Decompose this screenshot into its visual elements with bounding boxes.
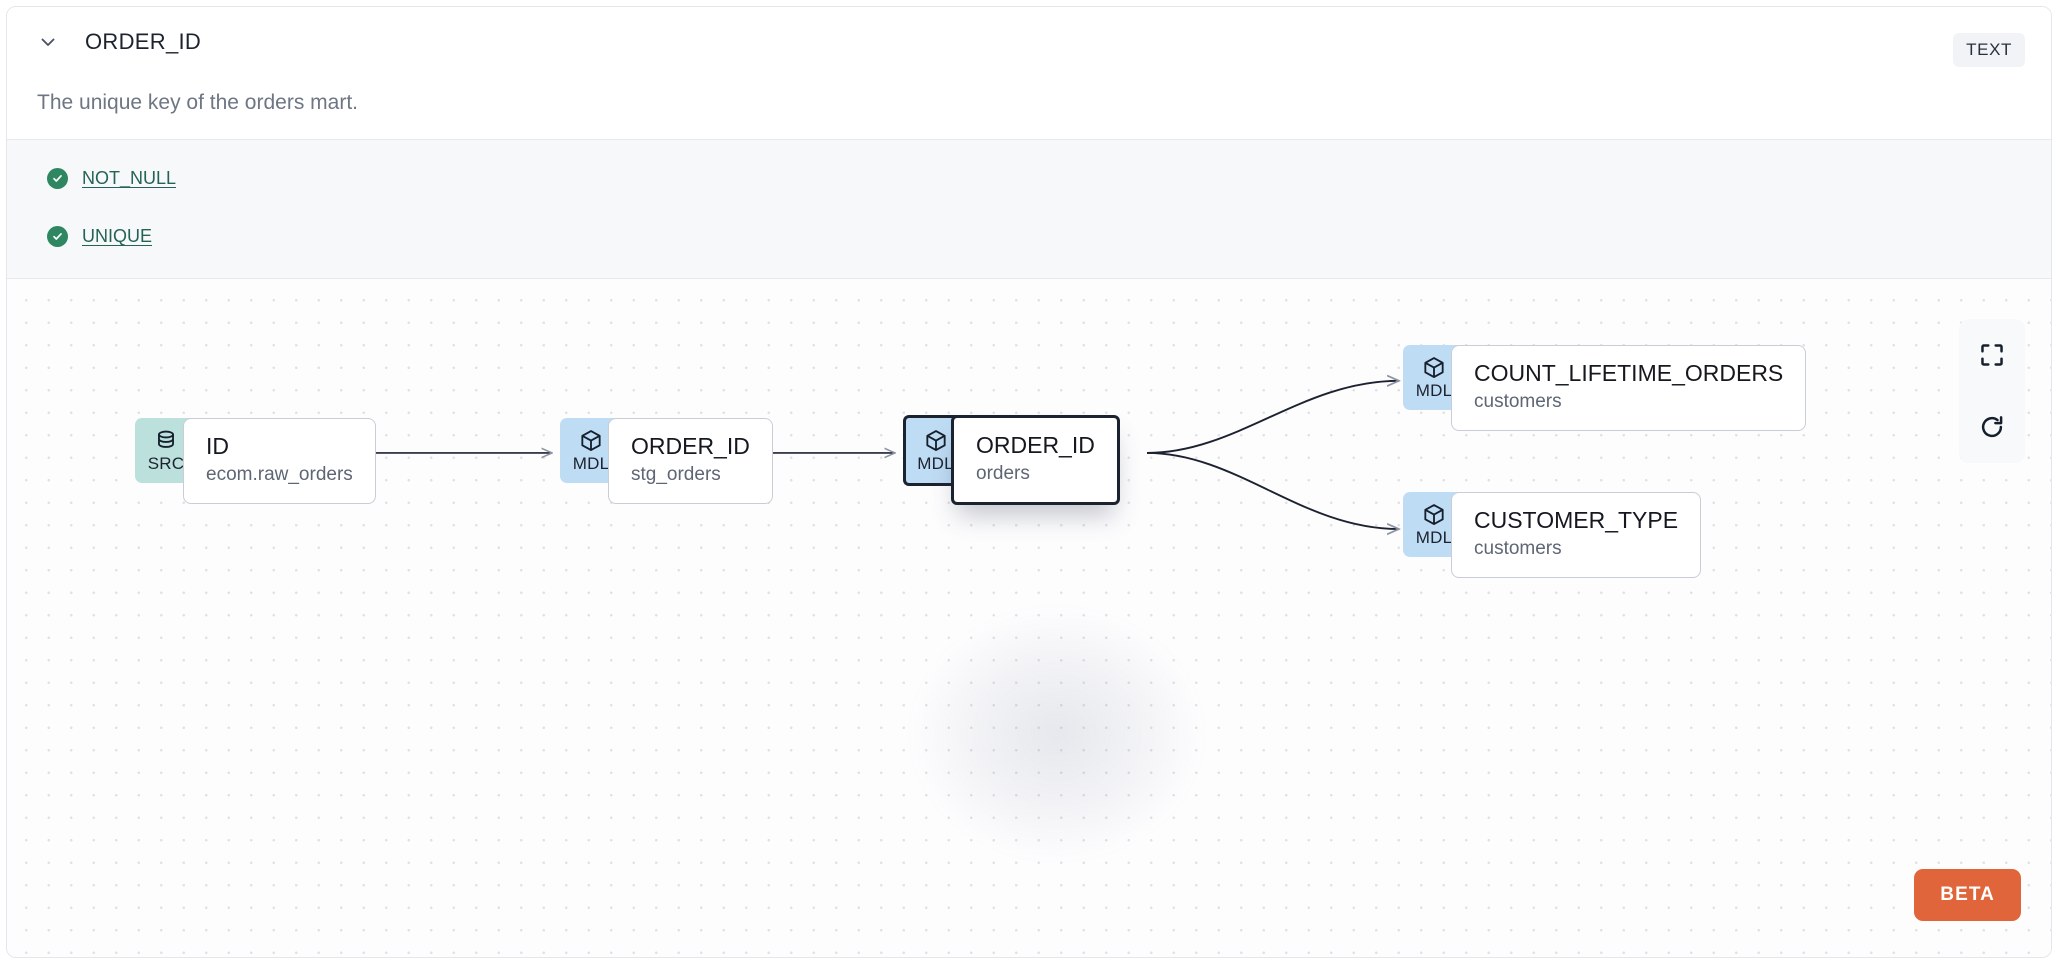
refresh-icon (1981, 416, 2003, 438)
node-subtitle: customers (1474, 391, 1562, 413)
node-badge-label: MDL (1415, 528, 1453, 547)
lineage-node-mdl-orders[interactable]: MDL ORDER_ID orders (903, 415, 1120, 505)
node-name: ORDER_ID (631, 433, 750, 459)
test-link-not-null[interactable]: NOT_NULL (82, 168, 177, 188)
node-body: ORDER_ID stg_orders (608, 418, 773, 504)
node-badge-label: MDL (572, 454, 610, 473)
fit-view-icon (1981, 344, 2003, 366)
column-type-badge: TEXT (1953, 33, 2025, 67)
node-badge-label: MDL (1415, 381, 1453, 400)
check-circle-icon (47, 168, 68, 189)
node-body: COUNT_LIFETIME_ORDERS customers (1451, 345, 1807, 431)
lineage-node-mdl-count-lifetime-orders[interactable]: MDL COUNT_LIFETIME_ORDERS customers (1403, 345, 1807, 431)
lineage-node-src-id[interactable]: SRC ID ecom.raw_orders (135, 418, 376, 504)
test-row: NOT_NULL (47, 162, 2051, 195)
canvas-toolbar (1959, 319, 2025, 463)
test-row: UNIQUE (47, 220, 2051, 253)
node-subtitle: orders (976, 463, 1030, 485)
lineage-node-mdl-customer-type[interactable]: MDL CUSTOMER_TYPE customers (1403, 492, 1702, 578)
node-subtitle: ecom.raw_orders (206, 464, 353, 486)
edge-orders-to-customer-type (1146, 452, 1399, 529)
node-name: ID (206, 433, 229, 459)
check-circle-icon (47, 226, 68, 247)
test-link-unique[interactable]: UNIQUE (82, 226, 153, 246)
node-body: CUSTOMER_TYPE customers (1451, 492, 1702, 578)
cube-icon (1424, 357, 1444, 379)
node-badge-label: MDL (917, 454, 954, 473)
node-badge-label: SRC (147, 454, 185, 473)
cube-icon (925, 430, 946, 452)
fit-view-button[interactable] (1959, 319, 2025, 391)
database-icon (158, 430, 174, 448)
node-subtitle: stg_orders (631, 464, 721, 486)
page-title: ORDER_ID (85, 29, 202, 54)
lineage-canvas[interactable]: SRC ID ecom.raw_orders MDL ORDER_ID stg_… (7, 279, 2051, 957)
beta-badge[interactable]: BETA (1914, 869, 2021, 921)
node-name: CUSTOMER_TYPE (1474, 507, 1679, 533)
card-header: ORDER_ID TEXT The unique key of the orde… (7, 7, 2051, 139)
cube-icon (581, 430, 601, 452)
tests-section: NOT_NULL UNIQUE (7, 139, 2051, 279)
node-body: ID ecom.raw_orders (183, 418, 376, 504)
selected-node-glow (912, 609, 1202, 859)
cube-icon (1424, 504, 1444, 526)
node-body: ORDER_ID orders (951, 415, 1120, 505)
node-subtitle: customers (1474, 538, 1562, 560)
header-title-row: ORDER_ID (35, 29, 201, 55)
node-name: ORDER_ID (976, 432, 1095, 458)
chevron-down-icon[interactable] (35, 29, 61, 55)
lineage-node-mdl-stg-orders[interactable]: MDL ORDER_ID stg_orders (560, 418, 773, 504)
refresh-button[interactable] (1959, 391, 2025, 463)
column-description: The unique key of the orders mart. (37, 91, 358, 114)
column-detail-card: ORDER_ID TEXT The unique key of the orde… (6, 6, 2052, 958)
node-name: COUNT_LIFETIME_ORDERS (1474, 360, 1784, 386)
edge-orders-to-count-lifetime-orders (1146, 381, 1399, 454)
